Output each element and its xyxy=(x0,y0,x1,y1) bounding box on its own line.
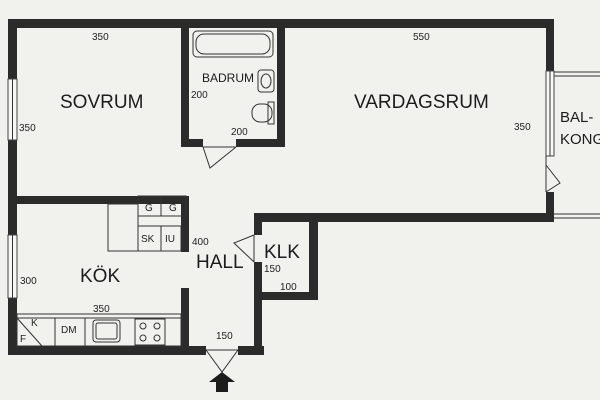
door-badrum xyxy=(202,146,237,169)
toilet xyxy=(251,103,273,123)
dim-sovrum-height: 350 xyxy=(19,123,36,134)
room-label-kok: KÖK xyxy=(80,266,120,287)
wall-left-upper xyxy=(8,19,17,79)
dim-badrum-height: 200 xyxy=(191,90,208,101)
wall-hall-right xyxy=(254,213,262,235)
wall-bottom-right xyxy=(238,346,264,355)
wall-kok-hall-lower xyxy=(181,288,189,355)
kitchen-fixtures xyxy=(16,195,187,347)
room-label-balkong-2: KONG xyxy=(560,131,600,148)
wall-klk-bottom xyxy=(254,292,318,300)
wall-right-lower xyxy=(546,192,554,222)
wall-bottom-left xyxy=(8,346,206,355)
room-label-hall: HALL xyxy=(196,252,244,273)
dim-vardagsrum-width: 550 xyxy=(413,32,430,43)
wall-badrum-bottom-left xyxy=(181,139,203,147)
windows xyxy=(7,70,555,299)
bathtub xyxy=(192,30,274,58)
stove xyxy=(134,318,166,346)
dim-badrum-width: 200 xyxy=(231,127,248,138)
door-klk xyxy=(233,234,255,263)
wall-living-bottom xyxy=(254,213,554,222)
wall-kok-hall-upper xyxy=(181,196,189,252)
room-label-vardagsrum: VARDAGSRUM xyxy=(354,92,489,113)
arrow-up-icon xyxy=(209,372,235,392)
walls xyxy=(8,19,554,355)
appliance-label-f: F xyxy=(20,334,26,345)
kitchen-sink xyxy=(92,319,121,343)
appliance-label-iu: IU xyxy=(165,234,175,245)
appliance-label-g1: G xyxy=(145,203,153,214)
dim-kok-height: 300 xyxy=(20,276,37,287)
room-label-klk: KLK xyxy=(264,242,300,263)
room-label-sovrum: SOVRUM xyxy=(60,92,143,113)
door-entry xyxy=(205,349,239,373)
wall-badrum-bottom-right xyxy=(236,139,285,147)
dim-sovrum-width: 350 xyxy=(92,32,109,43)
dim-vardagsrum-height: 350 xyxy=(514,122,531,133)
appliance-label-g2: G xyxy=(169,203,177,214)
wall-right-upper xyxy=(546,19,554,71)
wall-klk-right xyxy=(309,213,318,298)
appliance-label-dm: DM xyxy=(61,325,77,336)
dim-entry-width: 150 xyxy=(216,331,233,342)
door-balkong xyxy=(545,156,561,193)
wall-left-lower xyxy=(8,298,17,355)
room-label-balkong-1: BAL- xyxy=(560,109,593,126)
wall-hall-right-low xyxy=(254,262,262,355)
wall-badrum-right xyxy=(277,19,285,147)
dim-klk-width: 100 xyxy=(280,282,297,293)
wall-sovrum-kok xyxy=(8,196,188,204)
room-label-badrum: BADRUM xyxy=(202,71,254,85)
appliance-label-k: K xyxy=(31,318,38,329)
balcony-outline xyxy=(554,71,600,219)
wall-badrum-left xyxy=(181,19,189,147)
kitchen-upper-cabinets xyxy=(107,203,139,252)
dim-hall-length: 400 xyxy=(192,237,209,248)
wall-left-middle xyxy=(8,140,17,235)
dim-klk-height: 150 xyxy=(264,264,281,275)
sink xyxy=(257,69,275,93)
bathroom-fixtures xyxy=(192,30,275,125)
dim-kok-width: 350 xyxy=(93,304,110,315)
appliance-label-sk: SK xyxy=(141,234,155,245)
